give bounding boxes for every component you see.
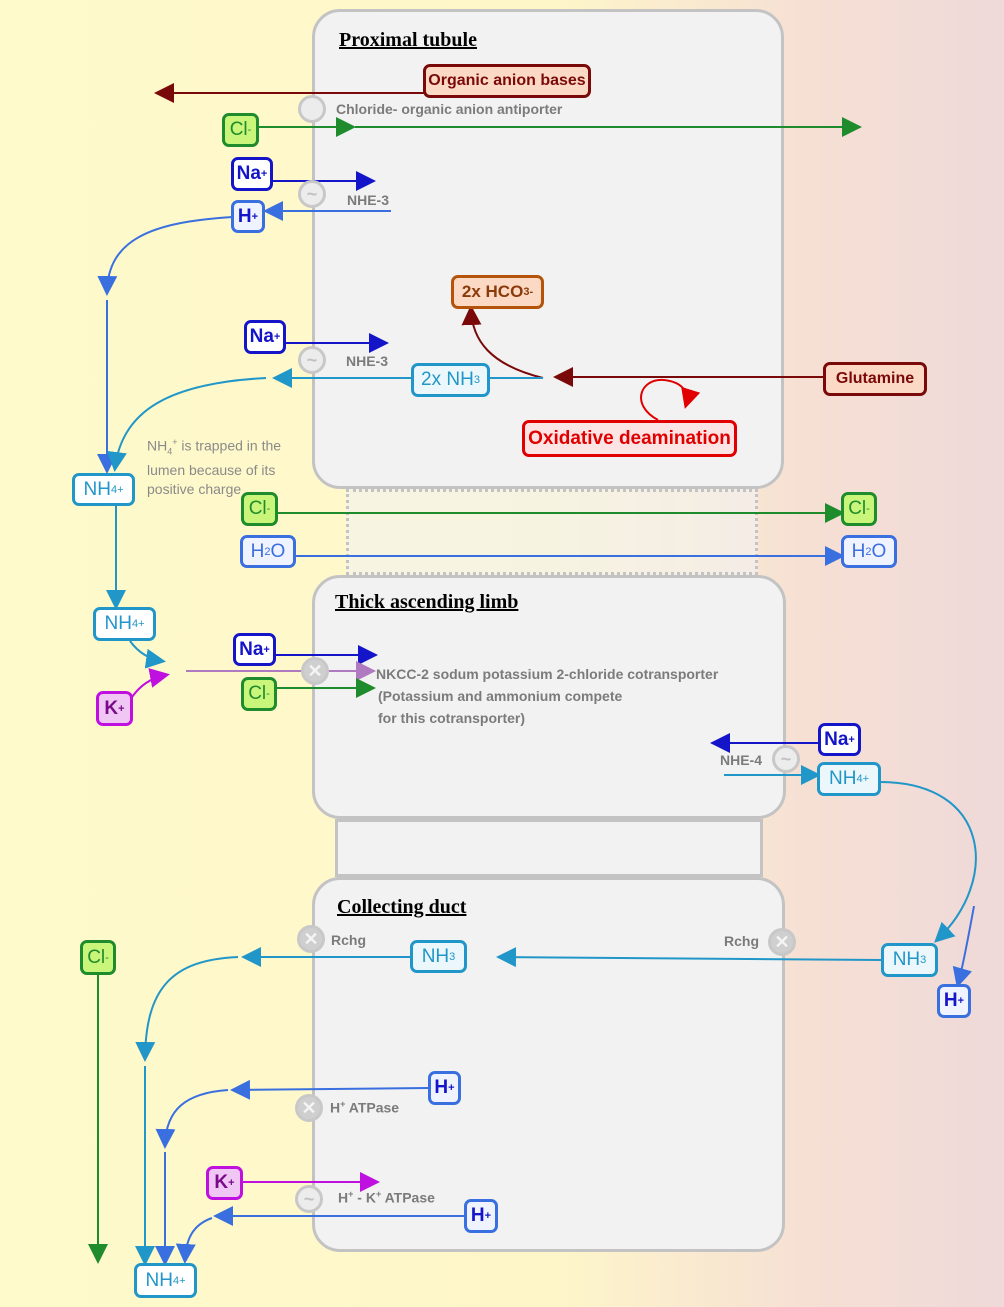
trapped-note: NH4+ is trapped in the lumen because of …: [147, 437, 282, 498]
h-atpase-arrow: [230, 1079, 429, 1100]
nhe3-label-1: NHE-3: [347, 192, 390, 208]
h-atpase-label: H+ ATPase: [330, 1099, 400, 1116]
wave-channel-icon: ~: [295, 1185, 323, 1213]
rhcg-label-left: Rchg: [331, 932, 366, 948]
na-box-nhe4: Na+: [818, 723, 861, 756]
nhe4-label: NHE-4: [720, 752, 763, 768]
nh4-interstitium-curve: [879, 781, 977, 943]
h-lumen-curve: [97, 216, 234, 296]
nhe3-label-2: NHE-3: [346, 353, 389, 369]
h-box-atpase: H+: [428, 1071, 461, 1105]
cl-box-paracellular-right: Cl-: [841, 492, 877, 526]
nh3-lumen-curve: [107, 377, 267, 472]
deamination-loop: [640, 378, 701, 421]
antiporter-label: Chloride- organic anion antiporter: [336, 101, 563, 117]
h-box-proximal: H+: [231, 200, 265, 233]
nh3-to-duct-arrow: [496, 947, 882, 968]
tubule-connection: [335, 819, 763, 877]
h-atpase-curve: [155, 1089, 229, 1149]
h-box-interstitium: H+: [937, 984, 971, 1018]
nkcc-note-2: for this cotransporter): [378, 710, 526, 726]
hco3-curve: [461, 305, 544, 379]
nh3-lumen-curve-2: [135, 956, 239, 1062]
thick-ascending-limb-cell: [312, 575, 786, 819]
thick-ascending-limb-title: Thick ascending limb: [335, 591, 519, 613]
cl-box-proximal: Cl-: [222, 113, 259, 147]
proximal-tubule-title: Proximal tubule: [339, 29, 477, 51]
h-box-hk-atpase: H+: [464, 1199, 498, 1233]
na-box-proximal-2: Na+: [244, 320, 286, 354]
x-channel-icon: ✕: [301, 657, 329, 685]
cl-box-paracellular-left: Cl-: [241, 492, 278, 526]
antiporter-channel-icon: [298, 95, 326, 123]
x-channel-icon: ✕: [768, 928, 796, 956]
tight-junction: [346, 489, 758, 575]
collecting-duct-title: Collecting duct: [337, 896, 467, 918]
na-box-proximal-1: Na+: [231, 157, 273, 191]
oxidative-deamination-box: Oxidative deamination: [522, 420, 737, 457]
k-to-nkcc-curve: [131, 668, 170, 698]
organic-anion-box: Organic anion bases: [423, 64, 591, 98]
k-box-duct: K+: [206, 1166, 243, 1200]
nh4-to-nkcc-curve: [129, 640, 166, 669]
hk-atpase-label: H+ - K+ ATPase: [338, 1189, 435, 1206]
cl-box-thick: Cl-: [241, 677, 277, 711]
k-box-thick: K+: [96, 691, 133, 726]
h-hk-curve: [175, 1217, 213, 1264]
rhcg-label-right: Rchg: [724, 933, 759, 949]
cl-box-duct: Cl-: [80, 940, 116, 975]
nkcc-note-1: (Potassium and ammonium compete: [378, 688, 623, 704]
glutamine-box: Glutamine: [823, 362, 927, 396]
collecting-duct-cell: [312, 877, 785, 1252]
x-channel-icon: ✕: [295, 1094, 323, 1122]
na-box-thick: Na+: [233, 633, 276, 666]
wave-channel-icon: ~: [298, 180, 326, 208]
nkcc-label: NKCC-2 sodum potassium 2-chloride cotran…: [376, 666, 719, 682]
h-interstitium-curve: [952, 905, 975, 988]
wave-channel-icon: ~: [298, 346, 326, 374]
x-channel-icon: ✕: [297, 925, 325, 953]
wave-channel-icon: ~: [772, 745, 800, 773]
